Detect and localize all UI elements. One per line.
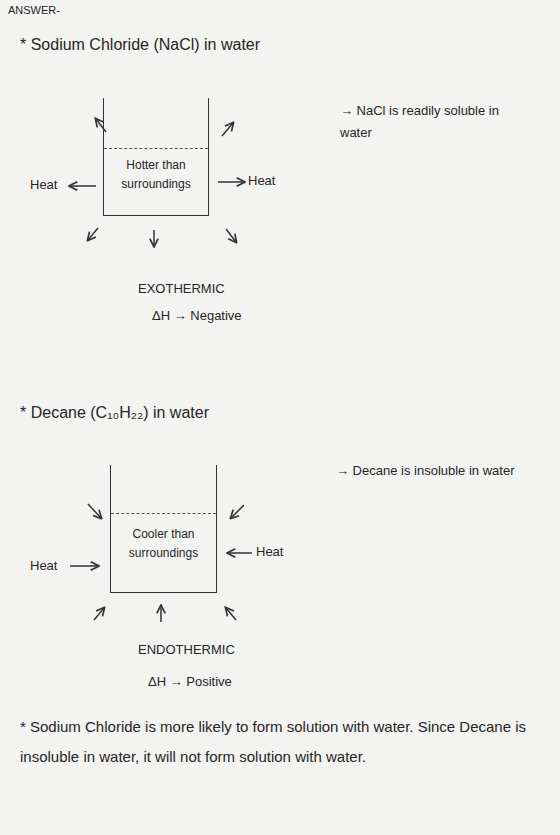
note-label: EXOTHERMIC: [138, 280, 225, 298]
note-label: ΔH → Negative: [152, 307, 242, 325]
note-label: ΔH → Positive: [148, 673, 232, 691]
note-text: * Decane (C₁₀H₂₂) in water: [20, 402, 420, 424]
heat-in-arrow: [231, 505, 244, 518]
heat-out-arrow: [88, 228, 98, 240]
note-label: → NaCl is readily soluble in water: [340, 100, 530, 144]
heat-in-arrow: [88, 504, 101, 518]
beaker: Cooler than surroundings: [110, 465, 217, 593]
heat-out-arrow: [218, 181, 244, 183]
heat-out-arrow: [222, 123, 233, 136]
note-text: → NaCl is readily soluble in water: [340, 100, 530, 144]
note-label: Heat: [256, 543, 283, 561]
beaker: Hotter than surroundings: [103, 98, 209, 216]
beaker-text: Cooler than surroundings: [111, 525, 216, 563]
note-text: Heat: [30, 557, 57, 575]
note-text: Heat: [256, 543, 283, 561]
answer-heading: ANSWER-: [8, 4, 60, 16]
heat-in-arrow: [70, 565, 98, 567]
note-text: ΔH → Negative: [152, 307, 242, 325]
note-text: → Decane is insoluble in water: [336, 460, 521, 482]
note-text: Heat: [30, 176, 57, 194]
heat-in-arrow: [226, 608, 236, 620]
note-text: ENDOTHERMIC: [138, 641, 235, 659]
heat-in-arrow: [228, 552, 252, 554]
note-label: Heat: [248, 172, 275, 190]
heat-in-arrow: [160, 606, 162, 622]
note-text: ΔH → Positive: [148, 673, 232, 691]
note-label: ENDOTHERMIC: [138, 641, 235, 659]
note-label: * Sodium Chloride (NaCl) in water: [20, 34, 420, 56]
note-label: Heat: [30, 176, 57, 194]
note-label: → Decane is insoluble in water: [336, 460, 521, 482]
note-label: * Decane (C₁₀H₂₂) in water: [20, 402, 420, 424]
note-text: EXOTHERMIC: [138, 280, 225, 298]
note-label: * Sodium Chloride is more likely to form…: [20, 712, 545, 772]
note-text: * Sodium Chloride (NaCl) in water: [20, 34, 420, 56]
water-level: [111, 513, 216, 514]
beaker-text: Hotter than surroundings: [104, 156, 208, 194]
note-label: Heat: [30, 557, 57, 575]
water-level: [104, 148, 208, 149]
heat-out-arrow: [96, 119, 106, 132]
heat-out-arrow: [153, 230, 155, 246]
note-text: Heat: [248, 172, 275, 190]
heat-out-arrow: [70, 185, 96, 187]
note-text: * Sodium Chloride is more likely to form…: [20, 712, 545, 772]
title-text: ANSWER-: [8, 4, 60, 16]
heat-out-arrow: [226, 229, 236, 242]
heat-in-arrow: [94, 608, 104, 620]
